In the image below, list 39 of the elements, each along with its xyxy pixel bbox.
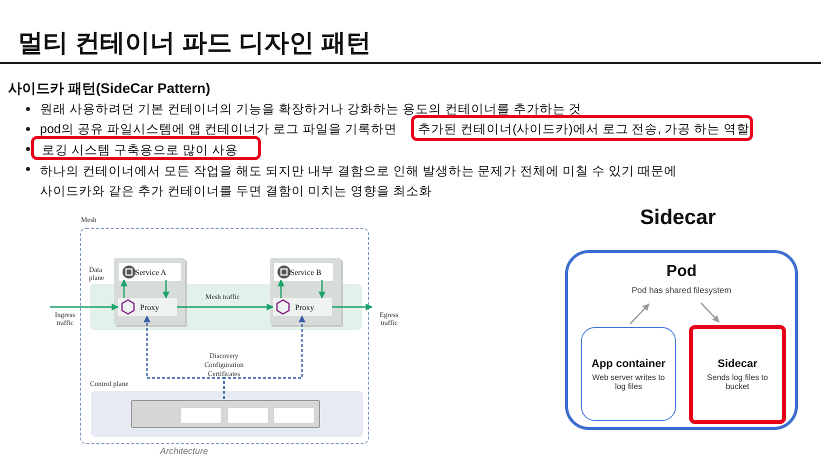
box-heading: Pod	[665, 263, 698, 281]
arrow	[332, 304, 373, 310]
component-box	[274, 408, 314, 423]
arrow	[223, 315, 306, 399]
arrow	[162, 280, 170, 299]
proxy-label: Proxy	[295, 302, 314, 312]
box-heading: Sidecar	[716, 358, 758, 370]
arrow	[177, 304, 274, 310]
pod-box	[565, 250, 798, 430]
service-box	[119, 263, 181, 281]
service-label: Service A	[135, 268, 166, 276]
container-box	[581, 327, 676, 421]
control-bar	[131, 400, 320, 428]
box-subtitle: Web server writes to log files	[591, 373, 666, 391]
section-heading: 사이드카 패턴(SideCar Pattern)	[8, 80, 210, 98]
component-box	[181, 408, 221, 423]
diagram-caption: Architecture	[160, 446, 208, 456]
diagram-heading: Sidecar	[640, 206, 716, 230]
box-heading: App container	[590, 358, 666, 370]
service-box	[274, 263, 333, 281]
box-subtitle: Sends log files to bucket	[706, 373, 769, 391]
component-box	[228, 408, 268, 423]
arrow	[630, 304, 650, 324]
bullet-text: 원래 사용하려던 기본 컨테이너의 기능을 확장하거나 강화하는 용도의 컨테이너를 추가하는 것	[40, 101, 582, 118]
arrow	[700, 302, 720, 322]
highlight-box	[411, 115, 753, 141]
arrow	[50, 304, 119, 310]
bullet-text: 하나의 컨테이너에서 모든 작업을 해도 되지만 내부 결함으로 인해 발생하는 문제가 전체에 미칠 수 있기 때문에 사이드카와 같은 추가 컨테이너를 두면 결함이 미치는 영향을 최소화	[40, 163, 678, 200]
box-subtitle: Pod has shared filesystem	[630, 285, 732, 295]
service-label: Service B	[290, 268, 322, 276]
arrow	[278, 279, 284, 298]
arrow	[318, 280, 326, 299]
highlight-box	[31, 136, 261, 160]
bullet-text: pod의 공유 파일시스템에 앱 컨테이너가 로그 파일을 기록하면	[40, 121, 398, 138]
title: 멀티 컨테이너 파드 디자인 패턴	[18, 28, 371, 59]
highlighted-text: 로깅 시스템 구축용으로 많이 사용	[42, 142, 239, 159]
container-box	[689, 325, 786, 424]
arrow	[120, 279, 128, 298]
proxy-label: Proxy	[140, 302, 160, 312]
